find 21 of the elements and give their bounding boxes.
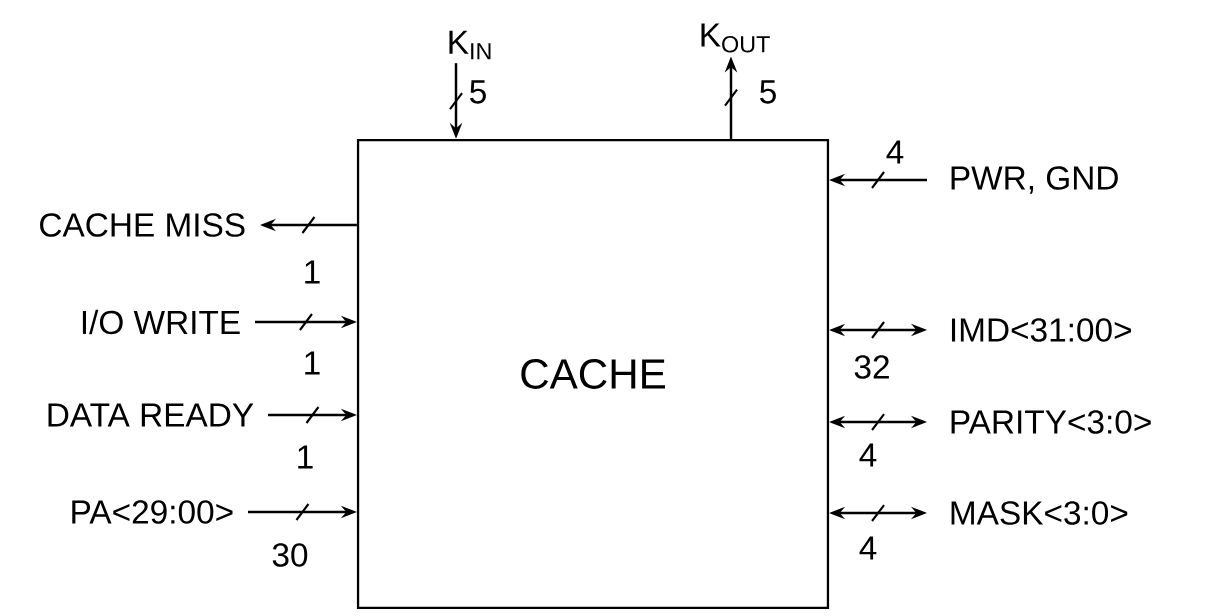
signal-label: MASK<3:0> xyxy=(951,501,1128,525)
signal-label: PWR, GND xyxy=(951,166,1118,194)
signal-label: CACHE MISS xyxy=(40,213,245,237)
bus-width-label: 1 xyxy=(298,445,313,469)
signal-label: I/O WRITE xyxy=(82,309,240,335)
bus-width-label: 4 xyxy=(859,443,877,467)
bus-width-label: 4 xyxy=(859,536,877,560)
signal-label: PARITY<3:0> xyxy=(951,410,1151,434)
signal-label: PA<29:00> xyxy=(72,500,233,524)
signal-label: K$_{IN}$ xyxy=(449,30,491,60)
signal-label: IMD<31:00> xyxy=(951,318,1131,342)
bus-width-label: 1 xyxy=(305,351,320,375)
bus-width-label: 4 xyxy=(886,140,904,164)
bus-width-label: 5 xyxy=(760,80,776,104)
bus-width-label: 5 xyxy=(470,80,486,104)
bus-width-label: 1 xyxy=(305,260,320,284)
bus-width-label: 30 xyxy=(272,543,308,567)
cache-block: CACHE xyxy=(356,138,830,610)
bus-width-label: 32 xyxy=(854,355,889,379)
signal-label: K$_{OUT}$ xyxy=(701,23,770,53)
signal-label: DATA READY xyxy=(48,403,254,427)
